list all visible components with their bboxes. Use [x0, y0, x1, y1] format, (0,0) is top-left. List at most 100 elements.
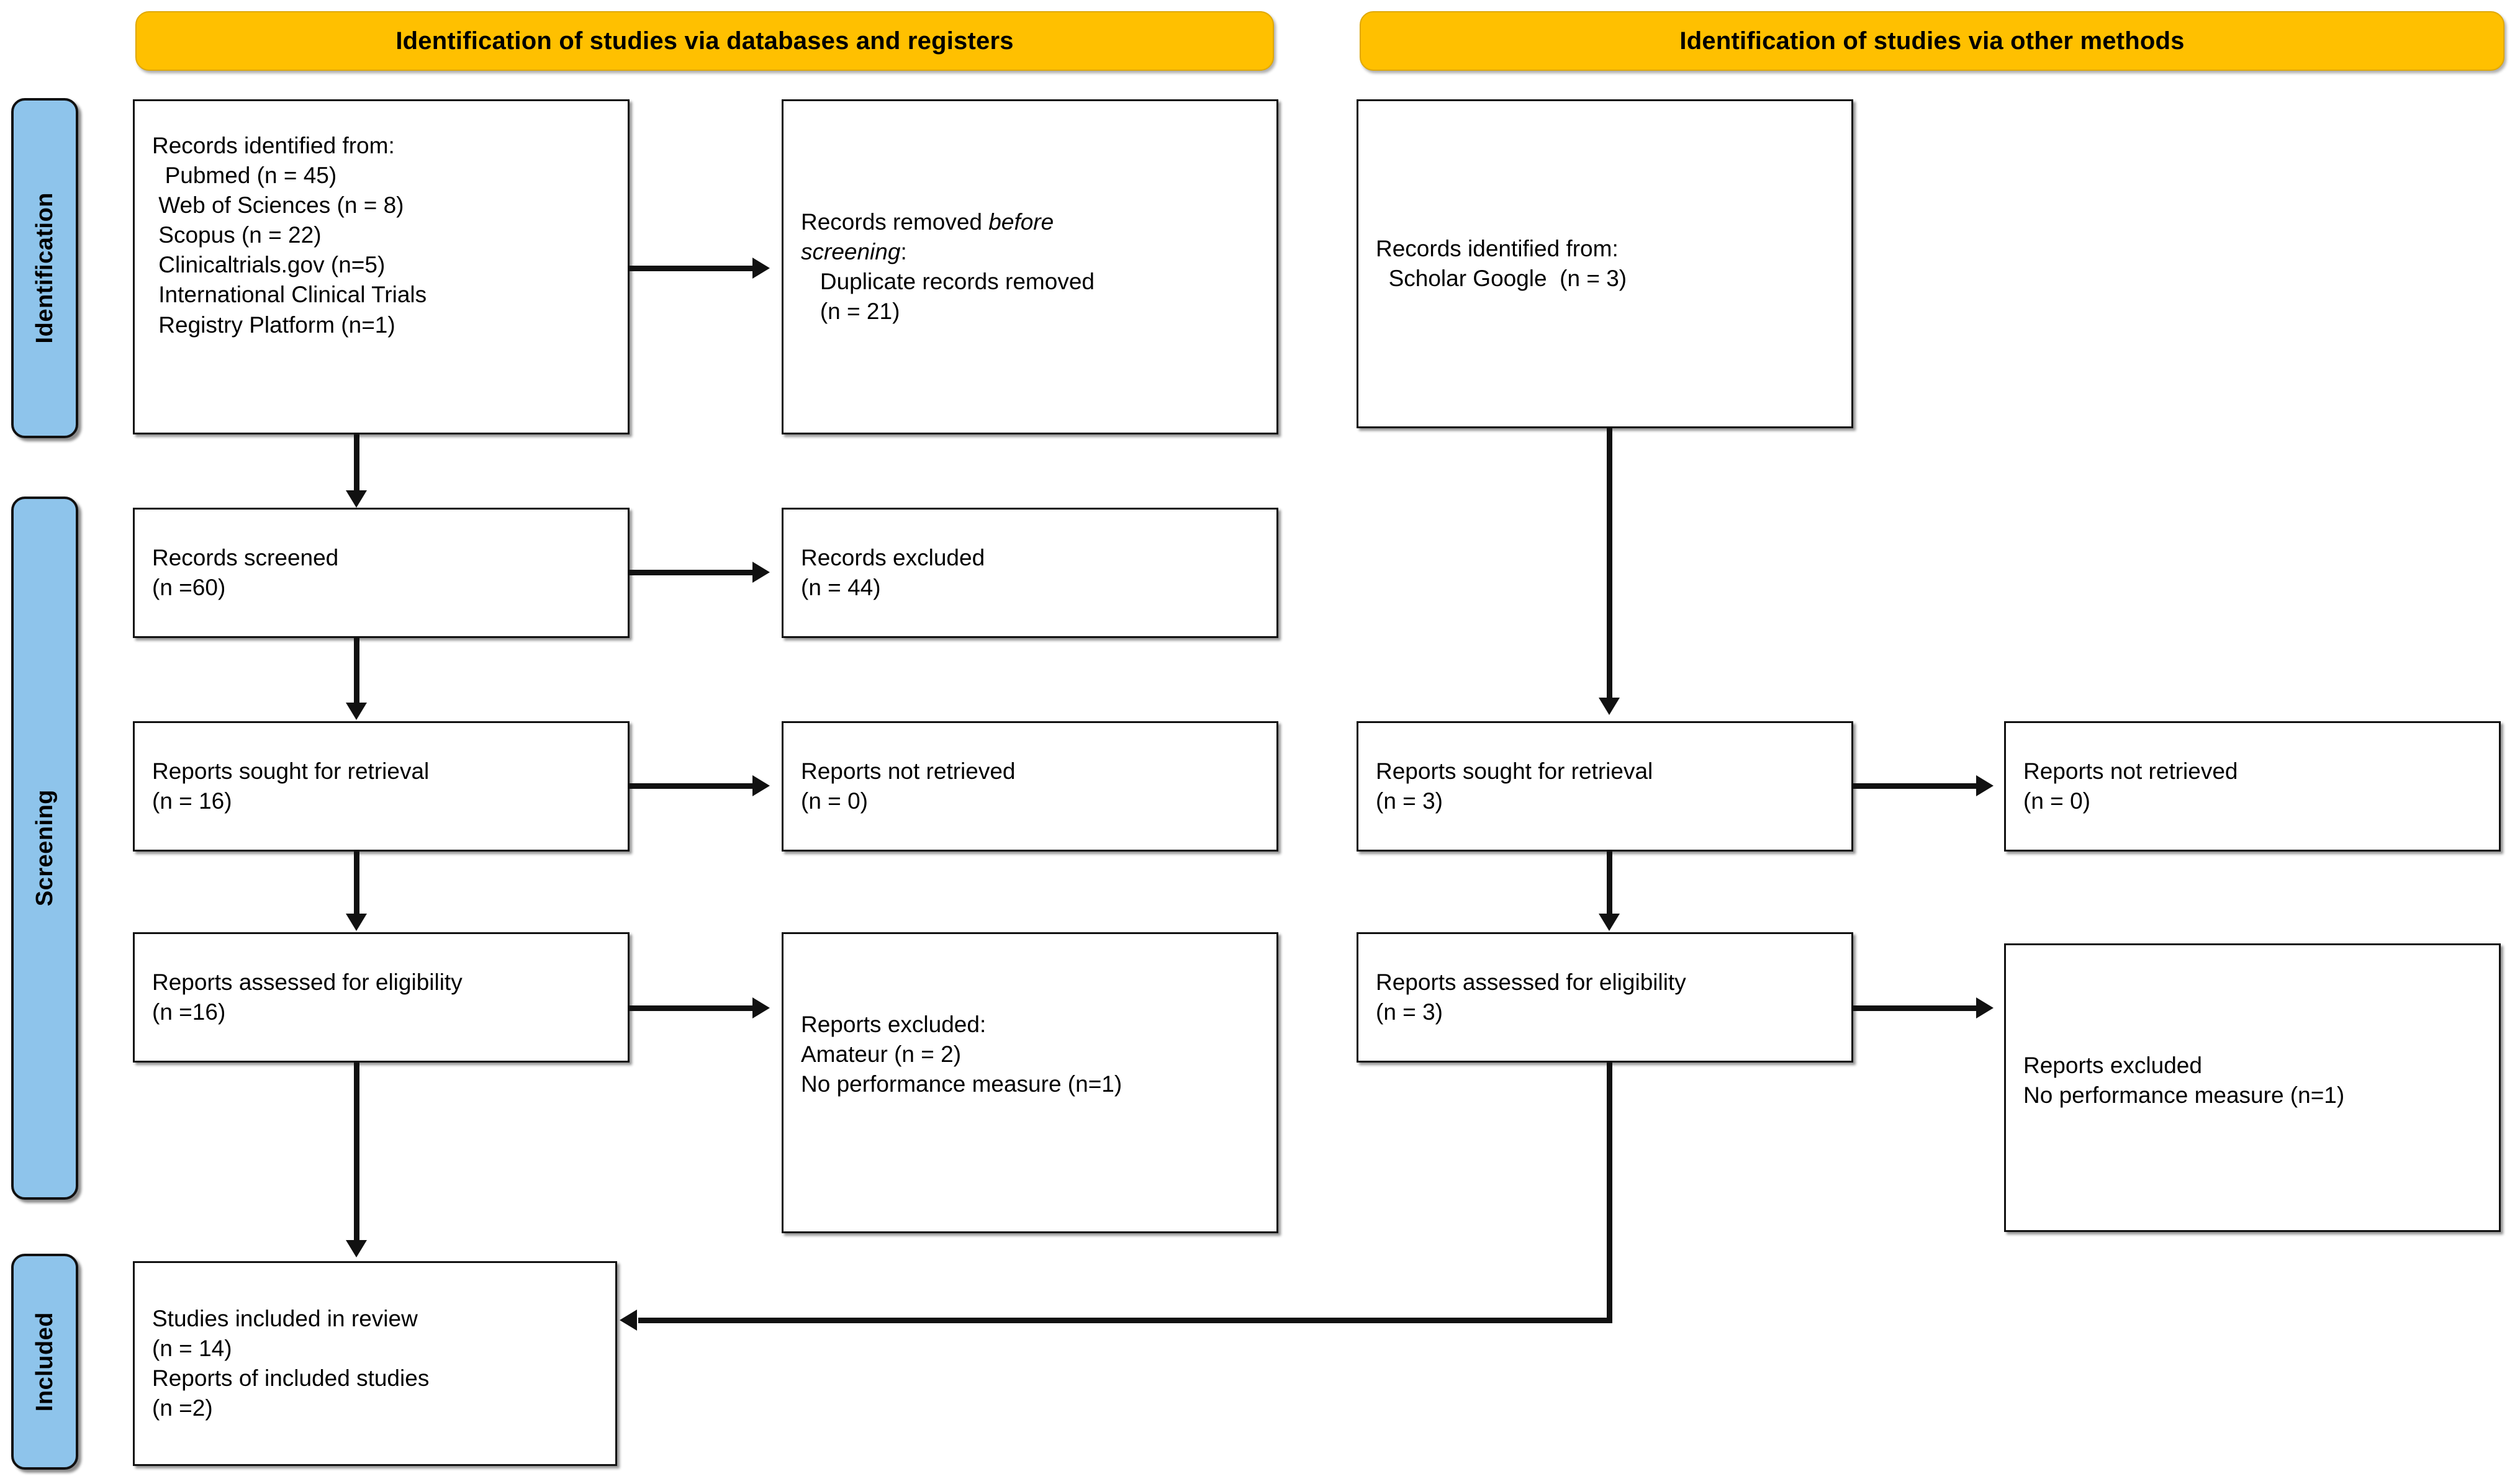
records-removed-italic-screening: screening [801, 238, 901, 264]
box-reports-excluded-left-text: Reports excluded: Amateur (n = 2) No perfo… [801, 1010, 1268, 1099]
records-screened-line2: (n =60) [152, 575, 226, 600]
box-records-identified-other-methods: Records identified from: Scholar Google … [1357, 99, 1853, 428]
reports-excluded-left-line1: Reports excluded: [801, 1012, 987, 1037]
reports-not-retrieved-right-line1: Reports not retrieved [2023, 758, 2238, 784]
reports-sought-left-line1: Reports sought for retrieval [152, 758, 430, 784]
records-identified-line7: Registry Platform (n=1) [152, 312, 395, 338]
box-records-excluded: Records excluded(n = 44) [782, 508, 1278, 638]
connector-identified-to-screened-arrowhead [346, 490, 367, 508]
reports-excluded-left-line3: No performance measure (n=1) [801, 1071, 1122, 1097]
reports-not-retrieved-left-line1: Reports not retrieved [801, 758, 1016, 784]
records-removed-italic-before: before [988, 209, 1054, 235]
reports-excluded-right-line1: Reports excluded [2023, 1053, 2202, 1078]
reports-not-retrieved-left-line2: (n = 0) [801, 788, 868, 814]
connector-sought-to-notretrieved-right-line [1853, 783, 1977, 789]
box-reports-excluded-right: Reports excluded No performance measure (… [2004, 943, 2501, 1232]
stage-band-identification: Identification [11, 98, 78, 438]
connector-identified-to-removed-line [630, 266, 754, 271]
connector-identified-to-screened-line [354, 434, 359, 492]
connector-identified-other-to-sought-line [1607, 428, 1612, 700]
box-reports-assessed-eligibility-left: Reports assessed for eligibility (n =16) [133, 932, 630, 1063]
box-records-removed-before-screening: Records removed before screening: Duplica… [782, 99, 1278, 434]
banner-other-methods-label: Identification of studies via other meth… [1679, 27, 2185, 55]
connector-sought-to-assessed-left-line [354, 852, 359, 916]
connector-right-to-included-arrowhead [620, 1310, 637, 1331]
banner-other-methods: Identification of studies via other meth… [1360, 11, 2504, 71]
box-studies-included-text: Studies included in review(n = 14)Report… [152, 1304, 607, 1423]
connector-right-to-included-vertical [1607, 1063, 1612, 1323]
box-reports-sought-retrieval-left: Reports sought for retrieval (n = 16) [133, 721, 630, 852]
records-identified-line6: International Clinical Trials [152, 282, 427, 308]
reports-sought-left-line2: (n = 16) [152, 788, 232, 814]
connector-sought-to-notretrieved-left-arrowhead [752, 775, 770, 796]
connector-screened-to-excluded-line [630, 570, 754, 575]
connector-sought-to-assessed-right-arrowhead [1599, 914, 1620, 931]
stage-band-screening: Screening [11, 497, 78, 1200]
records-identified-line2: Pubmed (n = 45) [152, 163, 337, 189]
reports-sought-right-line1: Reports sought for retrieval [1376, 758, 1653, 784]
reports-excluded-right-line2: No performance measure (n=1) [2023, 1082, 2345, 1108]
box-records-screened-text: Records screened (n =60) [152, 543, 619, 603]
connector-assessed-to-excluded-left-line [630, 1005, 754, 1011]
box-reports-assessed-right-text: Reports assessed for eligibility(n = 3) [1376, 968, 1843, 1027]
connector-sought-to-assessed-left-arrowhead [346, 914, 367, 931]
banner-databases-and-registers: Identification of studies via databases … [135, 11, 1274, 71]
studies-included-line4: (n =2) [152, 1395, 213, 1421]
records-removed-line4: (n = 21) [801, 299, 900, 325]
connector-sought-to-notretrieved-left-line [630, 783, 754, 789]
box-records-screened: Records screened (n =60) [133, 508, 630, 638]
records-identified-other-line1: Records identified from: [1376, 235, 1619, 261]
connector-identified-to-removed-arrowhead [752, 258, 770, 279]
connector-assessed-to-included-arrowhead [346, 1240, 367, 1257]
records-excluded-line2: (n = 44) [801, 575, 881, 600]
box-reports-sought-right-text: Reports sought for retrieval (n = 3) [1376, 757, 1843, 816]
records-identified-line4: Scopus (n = 22) [152, 222, 322, 248]
connector-sought-to-notretrieved-right-arrowhead [1976, 775, 1994, 796]
banner-databases-label: Identification of studies via databases … [395, 27, 1014, 55]
records-removed-line3: Duplicate records removed [801, 269, 1095, 294]
records-removed-colon: : [900, 238, 907, 264]
box-reports-sought-left-text: Reports sought for retrieval (n = 16) [152, 757, 619, 816]
box-records-identified-text: Records identified from: Pubmed (n = 45)… [152, 131, 619, 340]
box-reports-assessed-eligibility-right: Reports assessed for eligibility(n = 3) [1357, 932, 1853, 1063]
box-records-identified-databases: Records identified from: Pubmed (n = 45)… [133, 99, 630, 434]
reports-assessed-left-line2: (n =16) [152, 999, 226, 1025]
box-reports-not-retrieved-right: Reports not retrieved (n = 0) [2004, 721, 2501, 852]
records-screened-line1: Records screened [152, 544, 339, 570]
reports-assessed-left-line1: Reports assessed for eligibility [152, 969, 463, 995]
connector-assessed-to-excluded-right-arrowhead [1976, 997, 1994, 1018]
records-identified-line1: Records identified from: [152, 133, 395, 158]
box-reports-not-retrieved-right-text: Reports not retrieved (n = 0) [2023, 757, 2490, 816]
stage-band-identification-label: Identification [31, 192, 58, 344]
reports-excluded-left-line2: Amateur (n = 2) [801, 1041, 962, 1068]
box-reports-assessed-left-text: Reports assessed for eligibility (n =16) [152, 968, 619, 1027]
connector-identified-other-to-sought-arrowhead [1599, 698, 1620, 715]
connector-assessed-to-excluded-right-line [1853, 1005, 1977, 1011]
stage-band-screening-label: Screening [31, 789, 58, 907]
connector-assessed-to-included-line [354, 1063, 359, 1243]
reports-assessed-right-line1: Reports assessed for eligibility [1376, 969, 1686, 995]
stage-band-included: Included [11, 1254, 78, 1470]
studies-included-line2: (n = 14) [152, 1335, 232, 1361]
reports-sought-right-line2: (n = 3) [1376, 788, 1443, 814]
reports-not-retrieved-right-line2: (n = 0) [2023, 788, 2090, 814]
box-records-removed-text: Records removed before screening: Duplica… [801, 207, 1268, 326]
studies-included-line3: Reports of included studies [152, 1365, 430, 1391]
records-identified-other-line2: Scholar Google (n = 3) [1376, 266, 1627, 291]
connector-screened-to-sought-line [354, 638, 359, 705]
records-identified-line5: Clinicaltrials.gov (n=5) [152, 252, 386, 278]
records-removed-prefix: Records removed [801, 209, 989, 235]
connector-assessed-to-excluded-left-arrowhead [752, 997, 770, 1018]
box-reports-not-retrieved-left-text: Reports not retrieved (n = 0) [801, 757, 1268, 816]
connector-right-to-included-horizontal [638, 1318, 1610, 1323]
box-reports-excluded-left: Reports excluded: Amateur (n = 2) No perfo… [782, 932, 1278, 1233]
box-reports-excluded-right-text: Reports excluded No performance measure (… [2023, 1051, 2490, 1110]
connector-screened-to-excluded-arrowhead [752, 562, 770, 583]
box-reports-sought-retrieval-right: Reports sought for retrieval (n = 3) [1357, 721, 1853, 852]
box-records-identified-other-text: Records identified from: Scholar Google … [1376, 234, 1843, 294]
connector-sought-to-assessed-right-line [1607, 852, 1612, 916]
connector-screened-to-sought-arrowhead [346, 703, 367, 720]
box-records-excluded-text: Records excluded(n = 44) [801, 543, 1268, 603]
stage-band-included-label: Included [31, 1311, 58, 1412]
